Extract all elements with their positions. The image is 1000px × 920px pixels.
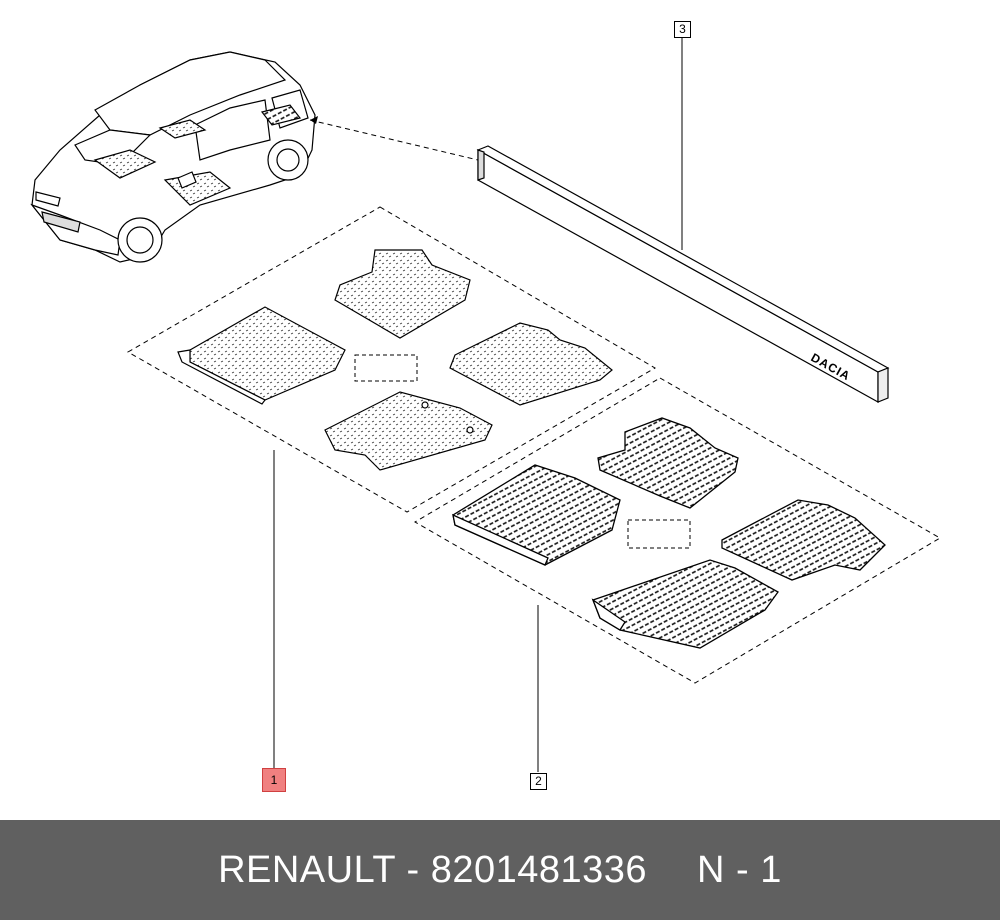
mat-2-front-right	[592, 559, 779, 649]
car-interior-mat-front	[93, 149, 157, 179]
mat-2-rear-left	[597, 417, 739, 509]
car-illustration	[30, 51, 316, 263]
callout-1[interactable]: 1	[262, 768, 286, 792]
car-sill-highlight	[260, 104, 302, 126]
part-number-text: RENAULT - 8201481336	[218, 848, 648, 891]
leader-car-to-sill	[309, 119, 479, 161]
car-interior-mat-roof	[158, 119, 207, 139]
car-windshield	[74, 129, 152, 166]
callout-2[interactable]: 2	[530, 773, 547, 790]
mat-1-front-right	[324, 391, 493, 471]
set-1-dashed-boundary	[126, 206, 656, 513]
set-2-placeholder	[627, 519, 691, 549]
car-grille	[41, 211, 81, 233]
mat-1-rear-left	[334, 249, 471, 339]
set-2-rubber-mats	[452, 417, 886, 649]
car-side-window	[194, 99, 271, 161]
exploded-parts-diagram: DACIA	[30, 38, 941, 772]
mat-1-rear-right	[449, 322, 613, 406]
set-2-dashed-boundary	[414, 377, 941, 684]
quantity-text: N - 1	[697, 848, 782, 891]
mat-1-front-left	[189, 306, 346, 401]
mat-2-rear-right	[721, 499, 886, 581]
callout-3[interactable]: 3	[674, 21, 691, 38]
car-mirror	[177, 171, 197, 189]
set-1-placeholder	[354, 354, 418, 382]
mat-2-front-left	[452, 464, 621, 566]
set-1-textile-mats	[177, 249, 613, 471]
car-headlight	[35, 191, 61, 207]
part-number-footer: RENAULT - 8201481336 N - 1	[0, 820, 1000, 920]
sill-plate	[476, 145, 890, 404]
